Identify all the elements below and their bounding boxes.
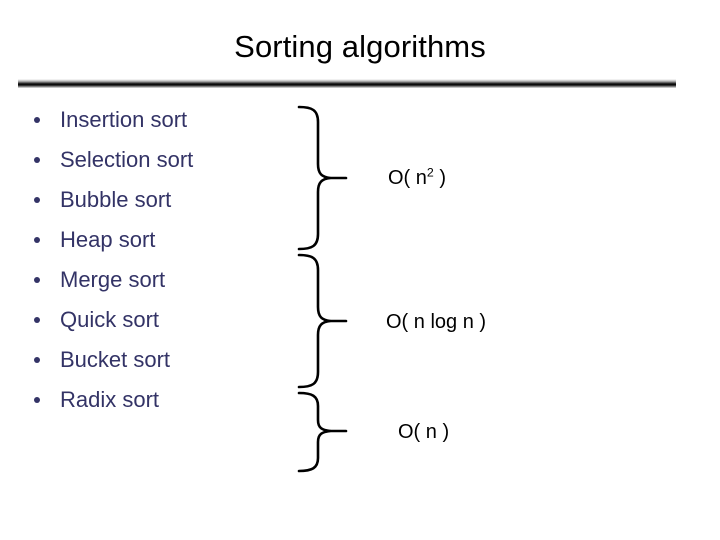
list-item: Merge sort (28, 260, 288, 300)
complexity-label-quadratic: O( n2 ) (388, 166, 446, 190)
group-brace-quadratic-icon (297, 105, 348, 251)
group-brace-linear-icon (297, 391, 348, 473)
title-divider-rule (18, 79, 676, 88)
bullet-dot-icon (34, 277, 40, 283)
complexity-exponent: 2 (426, 165, 434, 180)
bullet-dot-icon (34, 117, 40, 123)
complexity-suffix: ) (433, 167, 447, 189)
complexity-base: O( n log n ) (386, 311, 487, 333)
list-item-label: Selection sort (60, 147, 194, 172)
bullet-dot-icon (34, 317, 40, 323)
complexity-label-linear: O( n ) (398, 420, 449, 444)
list-item: Radix sort (28, 380, 288, 420)
list-item: Heap sort (28, 220, 288, 260)
list-item: Quick sort (28, 300, 288, 340)
list-item-label: Bubble sort (60, 187, 172, 212)
list-item-label: Radix sort (60, 387, 160, 412)
complexity-base: O( n (388, 167, 427, 189)
bullet-dot-icon (34, 197, 40, 203)
sorting-algorithms-list: Insertion sort Selection sort Bubble sor… (28, 100, 288, 420)
complexity-base: O( n ) (398, 421, 450, 443)
complexity-label-linearithmic: O( n log n ) (386, 310, 486, 334)
list-item: Bucket sort (28, 340, 288, 380)
bullet-dot-icon (34, 237, 40, 243)
list-item: Insertion sort (28, 100, 288, 140)
bullet-dot-icon (34, 397, 40, 403)
page-title: Sorting algorithms (234, 29, 486, 64)
list-item-label: Insertion sort (60, 107, 188, 132)
bullet-dot-icon (34, 157, 40, 163)
list-item-label: Bucket sort (60, 347, 171, 372)
list-item: Selection sort (28, 140, 288, 180)
group-brace-linearithmic-icon (297, 253, 348, 389)
bullet-dot-icon (34, 357, 40, 363)
list-item-label: Merge sort (60, 267, 166, 292)
list-item-label: Quick sort (60, 307, 160, 332)
list-item: Bubble sort (28, 180, 288, 220)
list-item-label: Heap sort (60, 227, 156, 252)
